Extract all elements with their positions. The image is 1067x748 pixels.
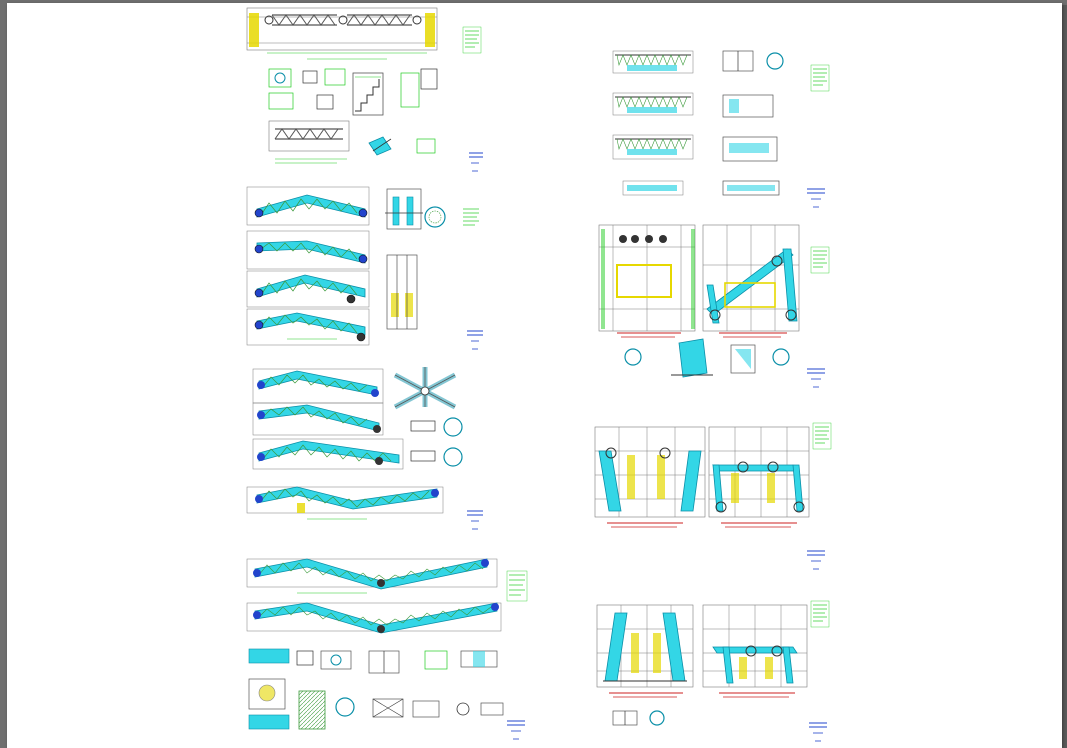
panel-long-trusses — [246, 558, 528, 740]
notes-block-2 — [463, 208, 479, 226]
panel-sloped-trusses-b — [246, 367, 483, 530]
sloped-truss-7 — [252, 438, 404, 470]
pipe-clamp-details — [410, 417, 463, 467]
sheet-title-block-1 — [469, 152, 483, 172]
sheet-title-block-6 — [807, 368, 825, 388]
sloped-truss-4 — [246, 308, 370, 346]
purlin-section-2 — [612, 92, 694, 116]
sloped-truss-5 — [252, 368, 384, 404]
flat-truss-elevation — [246, 7, 438, 60]
sloped-truss-2 — [246, 230, 370, 270]
notes-block-right-2 — [810, 246, 830, 274]
panel-elevation-b — [596, 600, 830, 742]
sheet-shadow — [1062, 5, 1067, 748]
node-joint-detail — [393, 367, 457, 410]
elevation-b-details — [612, 710, 665, 726]
notes-block-right-1 — [810, 64, 830, 92]
notes-block-long — [506, 570, 528, 602]
sheet-title-block-3 — [467, 510, 483, 530]
drawing-sheet[interactable] — [7, 3, 1062, 748]
purlin-section-4 — [622, 180, 684, 196]
elevation-a-left — [594, 426, 706, 518]
purlin-clip-details — [722, 50, 784, 196]
bracket-detail — [368, 136, 436, 156]
sheet-title-block-7 — [807, 550, 825, 570]
elevation-b-right — [702, 604, 808, 688]
connection-details-row-3 — [248, 678, 504, 730]
sheet-title-block-4 — [507, 720, 525, 740]
connection-details-row-1 — [268, 68, 346, 110]
panel-sloped-trusses-a — [246, 186, 483, 350]
sheet-title-block-2 — [467, 330, 483, 350]
frame-plan-titles — [617, 332, 787, 338]
sheet-title-block-8 — [809, 722, 827, 742]
stair-detail — [352, 68, 438, 116]
notes-block-right-4 — [810, 600, 830, 628]
sloped-truss-6 — [252, 402, 384, 436]
panel-top-truss — [246, 7, 483, 172]
purlin-section-3 — [612, 134, 694, 160]
long-truss-1 — [246, 558, 498, 594]
purlin-section-1 — [612, 50, 694, 74]
notes-block-right-3 — [812, 422, 832, 450]
frame-sloped-elevation — [702, 224, 800, 332]
sloped-truss-8 — [246, 486, 444, 520]
general-notes — [462, 26, 482, 54]
long-truss-2 — [246, 602, 502, 634]
connection-details-row-2 — [248, 648, 498, 674]
sloped-truss-1 — [246, 186, 370, 226]
frame-connection-details — [624, 338, 790, 378]
panel-elevation-a — [594, 422, 832, 570]
sheet-title-block-5 — [807, 188, 825, 208]
cad-drawing — [246, 7, 832, 742]
elevation-b-titles — [609, 692, 795, 698]
panel-frame-plan — [598, 224, 830, 388]
column-section-details — [385, 188, 446, 330]
sloped-truss-3 — [246, 270, 370, 308]
elevation-b-left — [596, 604, 694, 688]
frame-plan-grid — [598, 224, 696, 332]
panel-purlin-details — [612, 50, 830, 208]
elevation-a-right — [708, 426, 810, 518]
flat-truss-elevation-2 — [268, 120, 350, 164]
elevation-a-titles — [607, 522, 797, 528]
